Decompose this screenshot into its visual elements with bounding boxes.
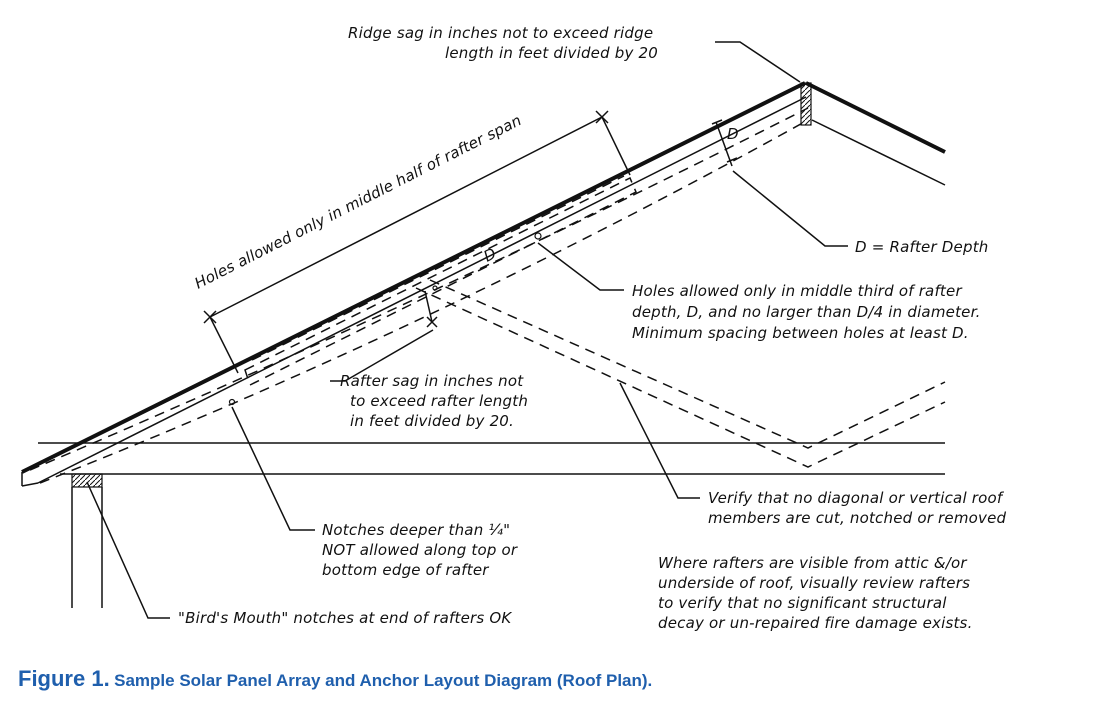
ridge-sag-leader xyxy=(715,41,801,83)
span-extension xyxy=(601,116,631,176)
rafter-sag-leader xyxy=(330,329,434,382)
depth-dimension xyxy=(715,121,733,167)
attic-note: Where rafters are visible from attic &/o… xyxy=(658,554,967,572)
holes-span-label: Holes allowed only in middle half of raf… xyxy=(192,111,525,292)
rafter-sag-label: to exceed rafter length xyxy=(350,392,528,410)
depth-d-label: D xyxy=(727,125,739,143)
attic-note: to verify that no significant structural xyxy=(658,594,947,612)
ridge-sag-label: Ridge sag in inches not to exceed ridge xyxy=(348,24,653,42)
attic-note: underside of roof, visually review rafte… xyxy=(658,574,970,592)
attic-note: decay or un-repaired fire damage exists. xyxy=(658,614,973,632)
figure-title: Sample Solar Panel Array and Anchor Layo… xyxy=(114,671,653,690)
diagonal-web-member xyxy=(415,287,946,468)
rafter-sag-dashed-bottom xyxy=(39,119,809,484)
holes-third-label: Holes allowed only in middle third of ra… xyxy=(632,282,962,300)
dim-tick xyxy=(726,157,738,163)
birds-mouth-leader xyxy=(86,481,170,619)
figure-caption: Figure 1. Sample Solar Panel Array and A… xyxy=(18,666,652,692)
rafter-hole xyxy=(228,398,236,406)
birds-mouth-label: "Bird's Mouth" notches at end of rafters… xyxy=(178,609,512,627)
notches-leader xyxy=(231,406,315,531)
dim-tick xyxy=(595,110,609,124)
rafter-bottom-right xyxy=(811,119,946,186)
hole-zone-inner xyxy=(251,175,625,361)
top-plate xyxy=(71,473,103,488)
diagonal-web-member xyxy=(429,279,946,449)
dim-tick xyxy=(711,119,723,125)
rafter-depth-leader xyxy=(732,170,848,247)
notches-label: NOT allowed along top or xyxy=(322,541,518,559)
span-dimension xyxy=(209,116,603,318)
verify-leader xyxy=(619,382,700,499)
holes-third-label: Minimum spacing between holes at least D… xyxy=(632,324,969,342)
notches-label: Notches deeper than ¼" xyxy=(322,521,510,539)
verify-label: Verify that no diagonal or vertical roof xyxy=(708,489,1005,507)
hole-zone xyxy=(244,176,637,387)
verify-label: members are cut, notched or removed xyxy=(708,509,1007,527)
roof-rafter-diagram: Holes allowed only in middle half of raf… xyxy=(21,24,1007,632)
rafter-sag-label: Rafter sag in inches not xyxy=(340,372,524,390)
span-extension xyxy=(209,316,239,374)
ridge-board xyxy=(800,82,812,126)
rafter-hole xyxy=(432,285,438,291)
rafter-tail-bottom xyxy=(21,482,39,487)
roof-surface-right xyxy=(805,81,946,154)
sag-dimension xyxy=(424,290,433,323)
rafter-depth-label: D = Rafter Depth xyxy=(855,238,988,256)
dim-tick xyxy=(203,310,217,324)
figure-number: Figure 1. xyxy=(18,666,110,691)
rafter-hole xyxy=(534,232,542,240)
holes-third-label: depth, D, and no larger than D/4 in diam… xyxy=(632,303,981,321)
notches-label: bottom edge of rafter xyxy=(322,561,489,579)
rafter-sag-label: in feet divided by 20. xyxy=(350,412,514,430)
ridge-sag-label: length in feet divided by 20 xyxy=(445,44,658,62)
rafter-sag-dashed xyxy=(29,107,809,471)
roof-surface-line xyxy=(21,81,806,474)
holes-third-leader xyxy=(537,242,624,291)
dim-tick xyxy=(426,316,438,328)
